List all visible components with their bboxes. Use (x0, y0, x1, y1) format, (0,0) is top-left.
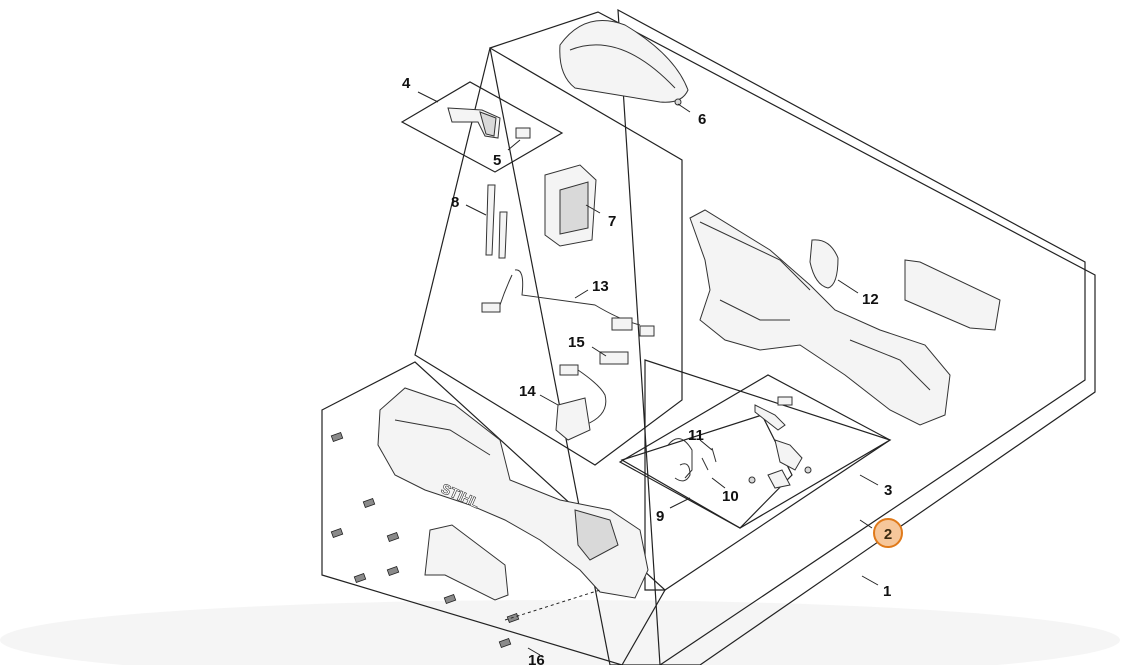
callout-14[interactable]: 14 (519, 383, 536, 400)
dashed-guide-line (504, 589, 601, 621)
sealing-strip-part (485, 184, 508, 259)
callouts: 4 5 6 7 8 13 15 14 12 11 10 9 3 1 16 (402, 75, 892, 665)
highlight-circle[interactable] (873, 518, 903, 548)
callout-10[interactable]: 10 (722, 488, 739, 505)
screw-set-part (330, 431, 520, 649)
callout-7[interactable]: 7 (608, 213, 616, 230)
cover-cap-part (559, 20, 689, 106)
callout-2-highlight[interactable]: 2 (873, 518, 903, 548)
switch-lever-part (447, 107, 501, 139)
leader-lines (417, 91, 879, 656)
callout-15[interactable]: 15 (568, 334, 585, 351)
flat-seal-part (809, 239, 839, 289)
frame-kit-9 (620, 414, 793, 529)
frame-electrics (414, 47, 683, 466)
handle-cover-part (904, 259, 1001, 331)
callout-1[interactable]: 1 (883, 583, 891, 600)
connector-part (599, 351, 629, 365)
housing-shell-right-part (689, 209, 951, 426)
small-block-part (515, 127, 531, 139)
callout-9[interactable]: 9 (656, 508, 664, 525)
spring-part (667, 438, 693, 482)
callout-12[interactable]: 12 (862, 291, 879, 308)
callout-3[interactable]: 3 (884, 482, 892, 499)
ground-shadow (0, 600, 1120, 665)
housing-shell-left-part (377, 387, 649, 599)
callout-6[interactable]: 6 (698, 111, 706, 128)
callout-8[interactable]: 8 (451, 194, 459, 211)
callout-2[interactable]: 2 (884, 526, 892, 543)
callout-13[interactable]: 13 (592, 278, 609, 295)
frame-kit-3 (618, 374, 892, 529)
grip-cover-part (424, 524, 509, 601)
trigger-parts-kit-part (748, 396, 812, 489)
callout-5[interactable]: 5 (493, 152, 501, 169)
frame-assembly-1 (489, 11, 1096, 665)
callout-16[interactable]: 16 (528, 652, 545, 665)
battery-shaft-part (544, 164, 597, 247)
trigger-switch-part (555, 364, 607, 441)
frame-housing-16 (321, 361, 666, 665)
cable-harness-part (481, 269, 655, 337)
callout-4[interactable]: 4 (402, 75, 411, 92)
callout-11[interactable]: 11 (688, 427, 704, 444)
pin-part (701, 447, 717, 471)
